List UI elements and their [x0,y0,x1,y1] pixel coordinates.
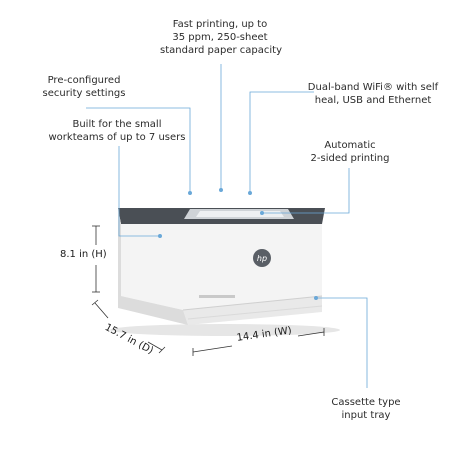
cassette-handle [187,305,323,320]
printer-shadow [110,324,340,336]
callout-dual-band: Dual-band WiFi® with self heal, USB and … [302,81,444,107]
dimension-lines [91,225,325,356]
model-label [199,295,235,298]
printer-front [121,224,322,310]
callout-workteams-line1: Built for the small [72,119,162,130]
callout-two-sided: Automatic 2-sided printing [302,139,398,165]
leader-lines [86,64,368,388]
callout-dual-band-line2: heal, USB and Ethernet [314,95,432,106]
callout-workteams: Built for the small workteams of up to 7… [40,118,194,144]
callout-security-line1: Pre-configured [47,75,121,86]
callout-two-sided-line1: Automatic [324,140,376,151]
callout-cassette-line2: input tray [341,410,391,421]
printer-side [118,208,188,325]
cassette-seam [182,295,323,311]
dimension-height: 8.1 in (H) [60,249,107,260]
hp-logo-icon [253,249,271,267]
callout-cassette-line1: Cassette type [331,397,401,408]
callout-workteams-line2: workteams of up to 7 users [48,132,186,143]
callout-security: Pre-configured security settings [28,74,140,100]
output-paper [196,211,284,217]
callout-dual-band-line1: Dual-band WiFi® with self [307,82,439,93]
callout-two-sided-line2: 2-sided printing [310,153,390,164]
callout-fast-printing-line1: Fast printing, up to [172,19,268,30]
svg-text:hp: hp [257,254,267,263]
callout-fast-printing-line3: standard paper capacity [160,45,283,56]
callout-fast-printing-line2: 35 ppm, 250-sheet [172,32,268,43]
callout-security-line2: security settings [42,88,126,99]
callout-cassette: Cassette type input tray [320,396,412,422]
callout-fast-printing: Fast printing, up to 35 ppm, 250-sheet s… [160,18,283,57]
